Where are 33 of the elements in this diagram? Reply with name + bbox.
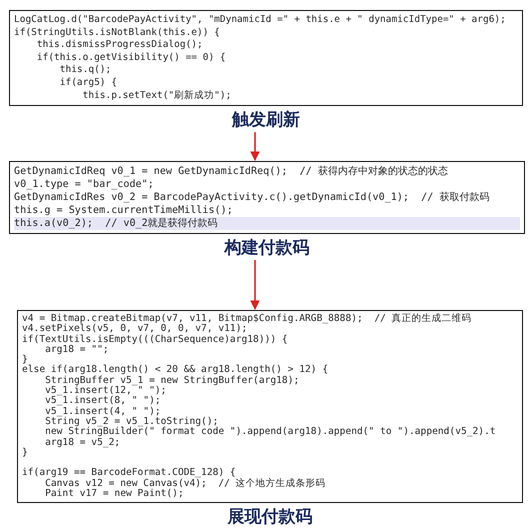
code-line: v4 = Bitmap.createBitmap(v7, v11, Bitmap$Config.ARGB_8888); // 真正的生成二维码	[22, 314, 473, 324]
code-line: v0_1.type = "bar_code";	[14, 178, 155, 191]
arrow	[250, 132, 260, 161]
code-line: v4.setPixels(v5, 0, v7, 0, 0, v7, v11);	[22, 324, 248, 334]
code-line: new StringBuilder(" format code ").append(arg18).append(" to ").append(v5_2).t	[44, 427, 497, 438]
code-line: v5_1.insert(4, " ");	[44, 406, 161, 417]
node-label: 展现付款码	[228, 507, 312, 528]
code-line: if(arg19 == BarcodeFormat.CODE_128) {	[22, 468, 236, 478]
code-line: if(this.o.getVisibility() == 0) {	[36, 52, 227, 64]
code-line: }	[22, 355, 28, 366]
code-line: Paint v17 = new Paint();	[44, 489, 185, 500]
code-line: String v5_2 = v5_1.toString();	[44, 416, 218, 427]
code-line: Canvas v12 = new Canvas(v4); // 这个地方生成条形码	[44, 478, 327, 489]
code-line: GetDynamicIdRes v0_2 = BarcodePayActivity.c().getDynamicId(v0_1); // 获取付款码	[14, 191, 490, 204]
code-line: LogCatLog.d("BarcodePayActivity", "mDynamicId =" + this.e + " dynamicIdType=" + arg6);	[14, 14, 507, 27]
node-label: 构建付款码	[224, 238, 310, 258]
code-line: if(StringUtils.isNotBlank(this.e)) {	[14, 26, 221, 40]
code-line: else if(arg18.length() < 20 && arg18.length() > 12) {	[22, 365, 330, 376]
code-line: if(arg5) {	[58, 76, 118, 90]
code-line: this.q();	[58, 64, 112, 77]
code-line: arg18 = v5_2;	[44, 438, 122, 448]
code-line: v5_1.insert(12, " ");	[44, 386, 168, 396]
code-line: if(TextUtils.isEmpty(((CharSequence)arg18))) {	[22, 334, 289, 345]
node-label: 触发刷新	[232, 110, 300, 130]
code-line: this.g = System.currentTimeMillis();	[14, 204, 234, 217]
code-line: this.p.setText("刷新成功");	[82, 90, 232, 102]
code-line: StringBuffer v5_1 = new StringBuffer(arg18);	[44, 376, 300, 386]
code-line: v5_1.insert(8, " ");	[44, 396, 162, 406]
code-line: arg18 = "";	[45, 344, 109, 356]
code-line: }	[22, 448, 29, 458]
code-line: this.dismissProgressDialog();	[36, 39, 204, 52]
code-line: GetDynamicIdReq v0_1 = new GetDynamicIdReq(); // 获得内存中对象的状态的状态	[14, 165, 449, 178]
arrow	[250, 260, 260, 310]
